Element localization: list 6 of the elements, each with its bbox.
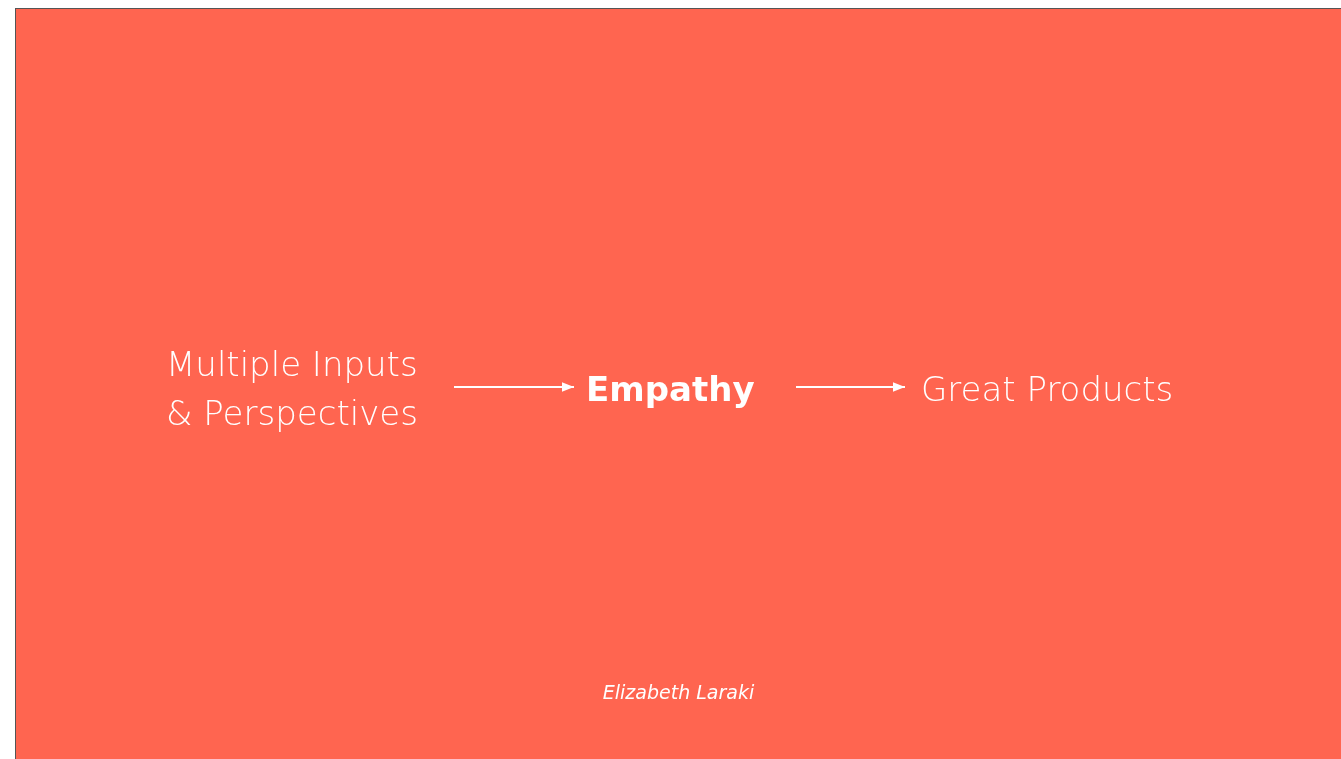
node-text: Multiple Inputs & Perspectives (166, 342, 419, 435)
arrow (453, 382, 575, 392)
node-text: Empathy (586, 368, 755, 412)
caption: Elizabeth Laraki (601, 681, 756, 703)
arrow (795, 382, 906, 392)
node-text: Great Products (921, 368, 1174, 412)
